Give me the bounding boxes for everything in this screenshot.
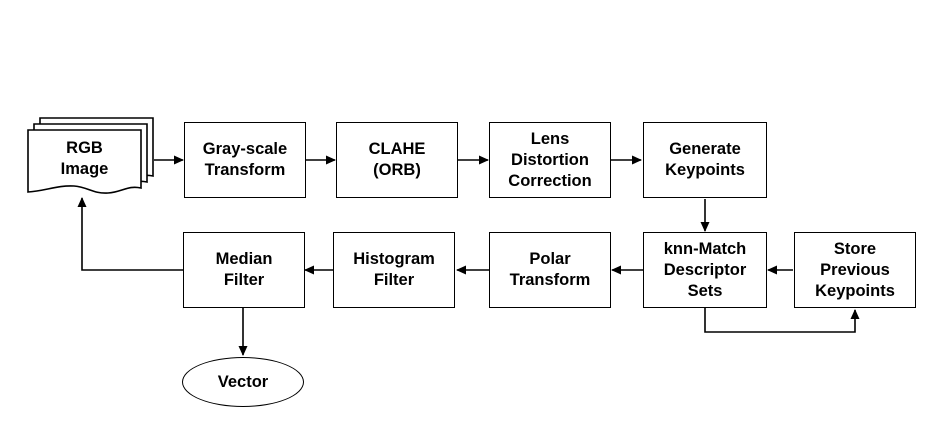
node-store-label: Store Previous Keypoints [815,239,895,300]
node-grayscale-transform: Gray-scale Transform [184,122,306,198]
node-histogram-filter: Histogram Filter [333,232,455,308]
node-lens-label: Lens Distortion Correction [508,129,592,190]
edge-knn-to-store [704,308,860,333]
node-lens-distortion-correction: Lens Distortion Correction [489,122,611,198]
node-histogram-label: Histogram Filter [353,250,435,289]
node-knn-label: knn-Match Descriptor Sets [663,239,747,300]
rgb-image-document-stack [27,117,154,194]
node-rgb-image: RGB Image [30,133,139,185]
node-grayscale-label: Gray-scale Transform [202,140,288,179]
node-store-previous-keypoints: Store Previous Keypoints [794,232,916,308]
node-polar-label: Polar Transform [509,250,591,289]
node-rgb-image-label: RGB Image [60,139,109,178]
node-median-filter: Median Filter [183,232,305,308]
node-keypoints-label: Generate Keypoints [665,140,745,179]
node-generate-keypoints: Generate Keypoints [643,122,767,198]
node-clahe: CLAHE (ORB) [336,122,458,198]
node-vector: Vector [182,357,304,407]
edge-median-to-rgb [77,197,183,271]
document-sheet-front [27,129,142,194]
node-vector-label: Vector [217,372,269,391]
node-polar-transform: Polar Transform [489,232,611,308]
node-knn-match: knn-Match Descriptor Sets [643,232,767,308]
node-clahe-label: CLAHE (ORB) [368,140,426,179]
node-median-label: Median Filter [215,250,273,289]
